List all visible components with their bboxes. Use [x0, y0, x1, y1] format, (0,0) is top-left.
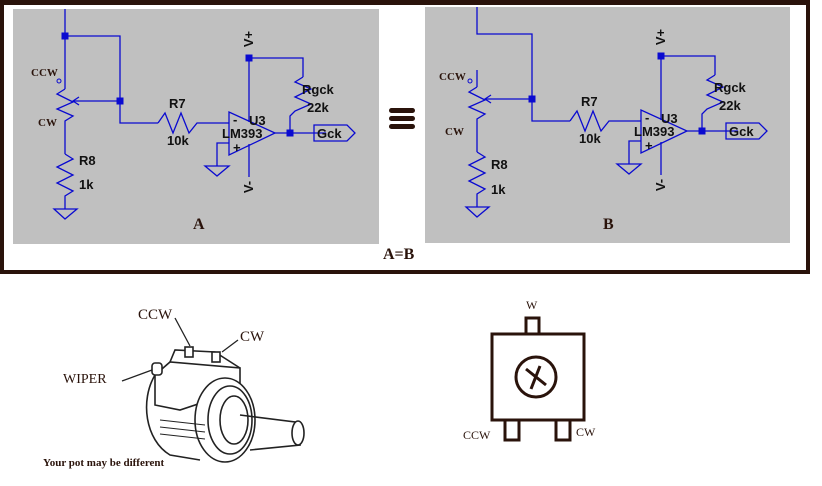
- potentiometer-drawing: [121, 317, 305, 463]
- resistor-r7: [157, 111, 225, 135]
- wire: [628, 140, 641, 164]
- u3-plus-pin: +: [233, 140, 241, 155]
- vplus-label: V+: [241, 30, 256, 47]
- u3-minus-pin: -: [645, 110, 649, 125]
- pot-cw-label: CW: [38, 117, 57, 129]
- wire: [216, 142, 229, 166]
- potentiometer: [467, 86, 487, 152]
- pot-cw-label: CW: [445, 126, 464, 138]
- r7-value: 10k: [167, 133, 189, 148]
- r7-name: R7: [169, 96, 186, 111]
- cw-pad: [554, 418, 572, 442]
- vplus-label: V+: [653, 28, 668, 45]
- wire: [476, 7, 533, 99]
- wiper-arrow-icon: [483, 94, 492, 104]
- u3-name: U3: [249, 113, 266, 128]
- wire: [65, 35, 121, 101]
- gck-label: Gck: [317, 126, 342, 141]
- schematic-b-drawing: V+ V- CCW CW R7 10k R8 1k Rgck 22k U3 LM…: [439, 7, 768, 233]
- schematic-panel-a: V+ V- CCW CW R7 10k R8 1k Rgck 22k U3 LM…: [13, 9, 379, 244]
- potentiometer-illustration: CCW CW WIPER Your pot may be different: [0, 290, 320, 486]
- schematic-panel-b: V+ V- CCW CW R7 10k R8 1k Rgck 22k U3 LM…: [425, 7, 790, 243]
- r8-value: 1k: [79, 177, 94, 192]
- pot-ccw-label: CCW: [31, 67, 58, 79]
- resistor-rgck: [289, 76, 313, 133]
- rgck-value: 22k: [719, 98, 741, 113]
- footprint-cw-label: CW: [576, 425, 596, 439]
- schematic-a-caption: A: [193, 216, 205, 233]
- rgck-value: 22k: [307, 100, 329, 115]
- illustration-wiper-label: WIPER: [63, 372, 107, 387]
- illustration-cw-label: CW: [240, 329, 265, 345]
- r8-name: R8: [491, 157, 508, 172]
- footprint-ccw-label: CCW: [463, 428, 491, 442]
- resistor-r7: [569, 109, 637, 133]
- u3-name: U3: [661, 111, 678, 126]
- footprint-w-label: W: [526, 298, 538, 312]
- wire: [119, 101, 158, 124]
- ground-icon: [203, 165, 231, 177]
- illustration-ccw-label: CCW: [138, 307, 173, 323]
- pot-ccw-terminal: [467, 78, 473, 84]
- wire: [661, 55, 716, 75]
- wiper-arrow-icon: [71, 96, 80, 106]
- pot-ccw-label: CCW: [439, 71, 466, 83]
- equivalence-caption: A=B: [383, 246, 415, 263]
- u3-part: LM393: [634, 124, 674, 139]
- r8-value: 1k: [491, 182, 506, 197]
- r7-name: R7: [581, 94, 598, 109]
- u3-minus-pin: -: [233, 112, 237, 127]
- pot-difference-note: Your pot may be different: [43, 457, 165, 469]
- wire: [531, 99, 570, 122]
- ground-icon: [52, 208, 79, 220]
- resistor-r8: [467, 151, 487, 207]
- rgck-name: Rgck: [714, 80, 747, 95]
- wiper-pad: [524, 316, 541, 336]
- ground-icon: [615, 163, 643, 175]
- equivalence-icon: [389, 108, 415, 132]
- schematic-b-caption: B: [603, 216, 614, 233]
- vminus-label: V-: [653, 179, 668, 191]
- u3-part: LM393: [222, 126, 262, 141]
- net-label-gck: [313, 124, 356, 142]
- ground-icon: [464, 206, 491, 218]
- pot-ccw-terminal: [56, 78, 62, 84]
- rgck-name: Rgck: [302, 82, 335, 97]
- r8-name: R8: [79, 153, 96, 168]
- schematic-a-drawing: V+ V- CCW CW R7 10k R8 1k Rgck 22k U3 LM…: [31, 9, 356, 233]
- gck-label: Gck: [729, 124, 754, 139]
- comparator-u3: [640, 108, 689, 155]
- junction-dot: [245, 54, 253, 62]
- junction-dot: [61, 32, 69, 40]
- trimmer-footprint: W CCW CW: [440, 290, 640, 450]
- potentiometer: [55, 88, 75, 154]
- u3-plus-pin: +: [645, 138, 653, 153]
- resistor-rgck: [701, 74, 725, 131]
- ccw-pad: [503, 418, 521, 442]
- r7-value: 10k: [579, 131, 601, 146]
- junction-dot: [657, 52, 665, 60]
- resistor-r8: [55, 153, 75, 209]
- comparator-u3: [228, 110, 277, 157]
- vminus-label: V-: [241, 181, 256, 193]
- wire: [249, 57, 304, 77]
- net-label-gck: [725, 122, 768, 140]
- trimmer-footprint-drawing: [490, 316, 586, 442]
